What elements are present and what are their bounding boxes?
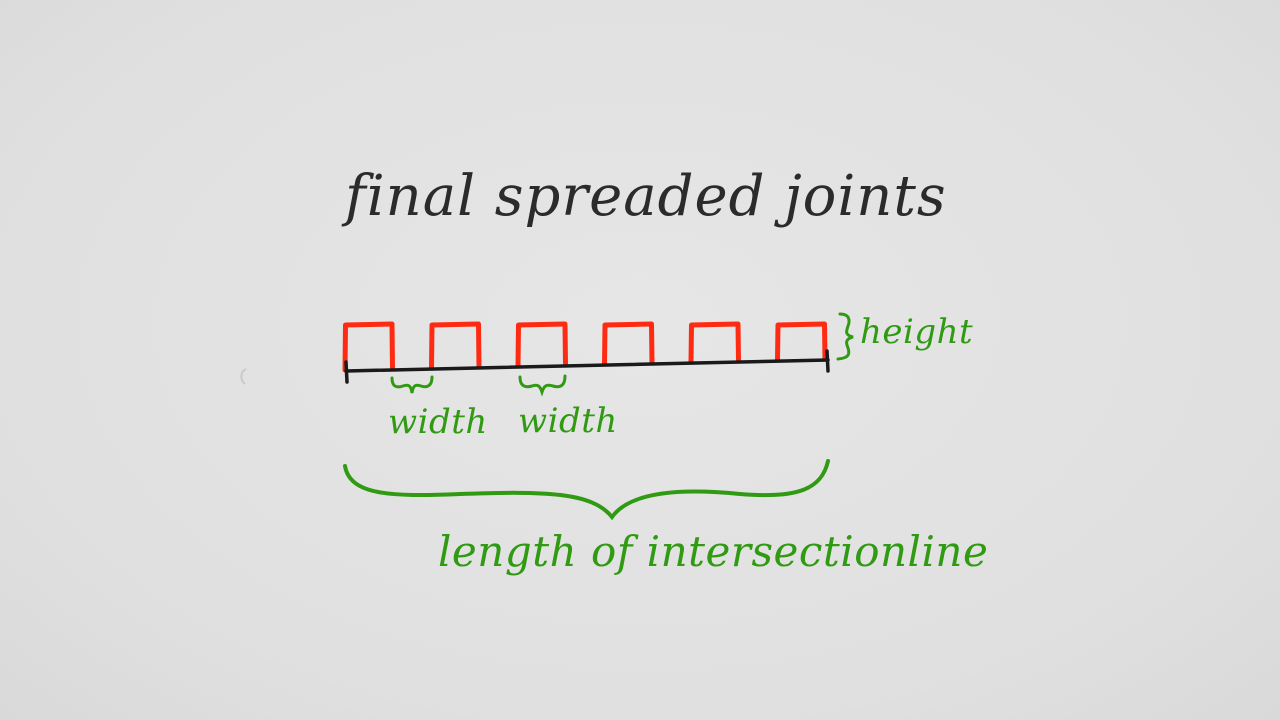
length-brace	[343, 459, 830, 521]
height-label: height	[860, 312, 973, 352]
height-brace	[836, 312, 854, 361]
intersection-line	[344, 349, 830, 384]
joint-square-2	[429, 321, 482, 371]
joint-square-1	[342, 321, 395, 373]
width-brace-2	[518, 374, 567, 397]
joint-square-5	[688, 321, 741, 365]
paper-smudge	[240, 368, 247, 385]
diagram-title: final spreaded joints	[341, 164, 947, 229]
joint-square-6	[775, 321, 828, 363]
baseline-end-tick	[825, 349, 830, 373]
width-label-1: width	[388, 402, 488, 442]
joints-group	[342, 321, 828, 373]
baseline-start-tick	[344, 360, 349, 384]
baseline	[344, 358, 830, 373]
width-brace-1	[390, 375, 434, 394]
length-label: length of intersectionline	[438, 527, 988, 576]
width-label-2: width	[518, 401, 618, 441]
joint-square-3	[515, 321, 568, 369]
joint-square-4	[602, 321, 655, 367]
